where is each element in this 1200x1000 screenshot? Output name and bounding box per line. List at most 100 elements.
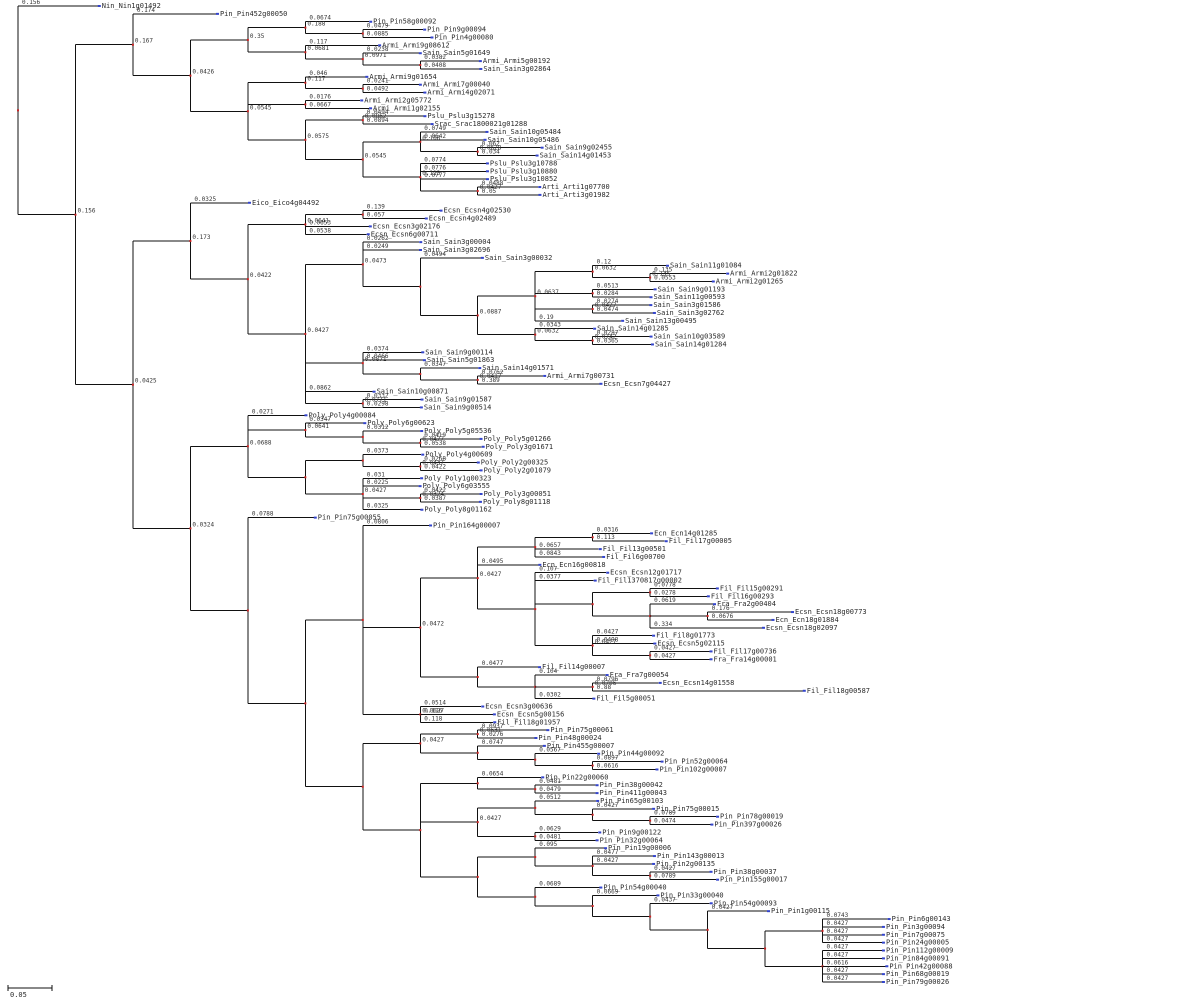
node-marker <box>591 292 594 295</box>
branch-length: 0.0249 <box>367 243 389 250</box>
leaf-marker <box>479 437 483 440</box>
branch-length: 0.0629 <box>539 825 561 832</box>
node-marker <box>649 591 652 594</box>
leaf-label: Nin_Nin1g01492 <box>102 2 161 10</box>
support-value: 0.0437 <box>422 459 444 466</box>
branch-length: 0.0422 <box>424 487 446 494</box>
branch-length: 0.0466 <box>367 353 389 360</box>
node-marker <box>304 476 307 479</box>
leaf-label: Fil_Fil18g00587 <box>807 687 870 695</box>
branch-length: 0.0747 <box>482 739 504 746</box>
leaf-label: Poly_Poly2g01079 <box>484 466 551 474</box>
branch-length: 0.0492 <box>367 86 389 93</box>
leaf-label: Armi_Armi7g00731 <box>547 372 614 380</box>
leaf-marker <box>542 744 546 747</box>
leaf-marker <box>378 44 382 47</box>
leaf-marker <box>369 107 373 110</box>
leaf-label: Poly_Poly1g00323 <box>424 474 491 482</box>
branch-length: 0.0538 <box>424 440 446 447</box>
branch-length: 0.0427 <box>654 652 676 659</box>
node-marker <box>419 140 422 143</box>
support-value: 0.117 <box>307 76 325 83</box>
node-marker <box>361 119 364 122</box>
leaf-marker <box>709 902 713 905</box>
branch-length: 0.0373 <box>367 448 389 455</box>
leaf-marker <box>485 178 489 181</box>
leaf-label: Pin_Pin78g00019 <box>720 813 783 821</box>
support-value: 0.0681 <box>307 45 329 52</box>
leaf-marker <box>247 201 251 204</box>
leaf-marker <box>420 430 424 433</box>
leaf-label: Pin_Pin75g00055 <box>318 514 381 522</box>
node-marker <box>534 856 537 859</box>
branch-length: 0.0427 <box>827 944 849 951</box>
branch-length: 0.107 <box>539 566 557 573</box>
support-value: 0.0427 <box>480 815 502 822</box>
branch-length: 0.0538 <box>309 227 331 234</box>
node-marker <box>246 38 249 41</box>
branch-length: 0.0387 <box>424 495 446 502</box>
branch-length: 0.0674 <box>309 15 331 22</box>
node-marker <box>131 43 134 46</box>
leaf-marker <box>478 367 482 370</box>
leaf-marker <box>592 697 596 700</box>
leaf-label: Pin_Pin102g00007 <box>659 765 726 773</box>
leaf-marker <box>483 138 487 141</box>
leaf-marker <box>419 241 423 244</box>
leaf-marker <box>481 705 485 708</box>
branch-length: 0.0654 <box>482 770 504 777</box>
branch-length: 0.0312 <box>367 424 389 431</box>
node-marker <box>476 676 479 678</box>
leaf-marker <box>595 792 599 795</box>
node-marker <box>304 332 307 335</box>
leaf-marker <box>360 99 364 102</box>
support-value: 0.173 <box>192 234 210 241</box>
leaf-marker <box>479 67 483 70</box>
branch-length: 0.0427 <box>827 975 849 982</box>
branch-length: 0.0382 <box>424 54 446 61</box>
node-marker <box>591 764 594 767</box>
branch-length: 0.0284 <box>597 290 619 297</box>
leaf-marker <box>881 949 885 952</box>
branch-length: 0.0567 <box>539 747 561 754</box>
leaf-marker <box>541 776 545 779</box>
leaf-marker <box>649 304 653 307</box>
leaf-marker <box>716 815 720 818</box>
leaf-marker <box>215 12 219 15</box>
leaf-marker <box>649 296 653 299</box>
leaf-marker <box>418 485 422 488</box>
leaf-marker <box>422 359 426 362</box>
leaf-marker <box>304 414 308 417</box>
branch-length: 0.0274 <box>597 298 619 305</box>
leaf-label: Ecsn_Ecsn14g01558 <box>663 679 735 687</box>
branch-length: 0.117 <box>309 38 327 45</box>
node-marker <box>189 239 192 242</box>
leaf-marker <box>599 886 603 889</box>
leaf-label: Fil_Fil6g00700 <box>606 553 665 561</box>
leaf-label: Arti_Arti1g07700 <box>542 183 609 191</box>
node-marker <box>476 577 479 580</box>
branch-length: 0.0374 <box>367 345 389 352</box>
support-value: 0.0637 <box>537 289 559 296</box>
leaf-label: Sain_Sain11g00593 <box>653 293 725 301</box>
leaf-marker <box>538 186 542 189</box>
node-marker <box>591 644 594 647</box>
support-value: 0.0545 <box>250 104 272 111</box>
leaf-marker <box>887 918 891 921</box>
leaf-label: Sain_Sain3g00004 <box>423 238 490 246</box>
leaf-marker <box>478 500 482 503</box>
scale-bar-label: 0.05 <box>10 991 27 999</box>
node-marker <box>534 608 537 611</box>
leaf-label: Poly_Poly2g00325 <box>481 459 548 467</box>
leaf-marker <box>712 603 716 606</box>
support-value: 0.0427 <box>422 736 444 743</box>
leaf-label: Ecn_Ecn14g01285 <box>654 529 717 537</box>
leaf-label: Armi_Armi7g00040 <box>423 81 490 89</box>
node-marker <box>419 176 422 179</box>
node-marker <box>189 527 192 530</box>
leaf-marker <box>605 674 609 677</box>
support-value: 0.0632 <box>537 328 559 335</box>
node-marker <box>706 615 709 617</box>
node-marker <box>649 819 652 822</box>
branch-length: 0.057 <box>367 212 385 219</box>
